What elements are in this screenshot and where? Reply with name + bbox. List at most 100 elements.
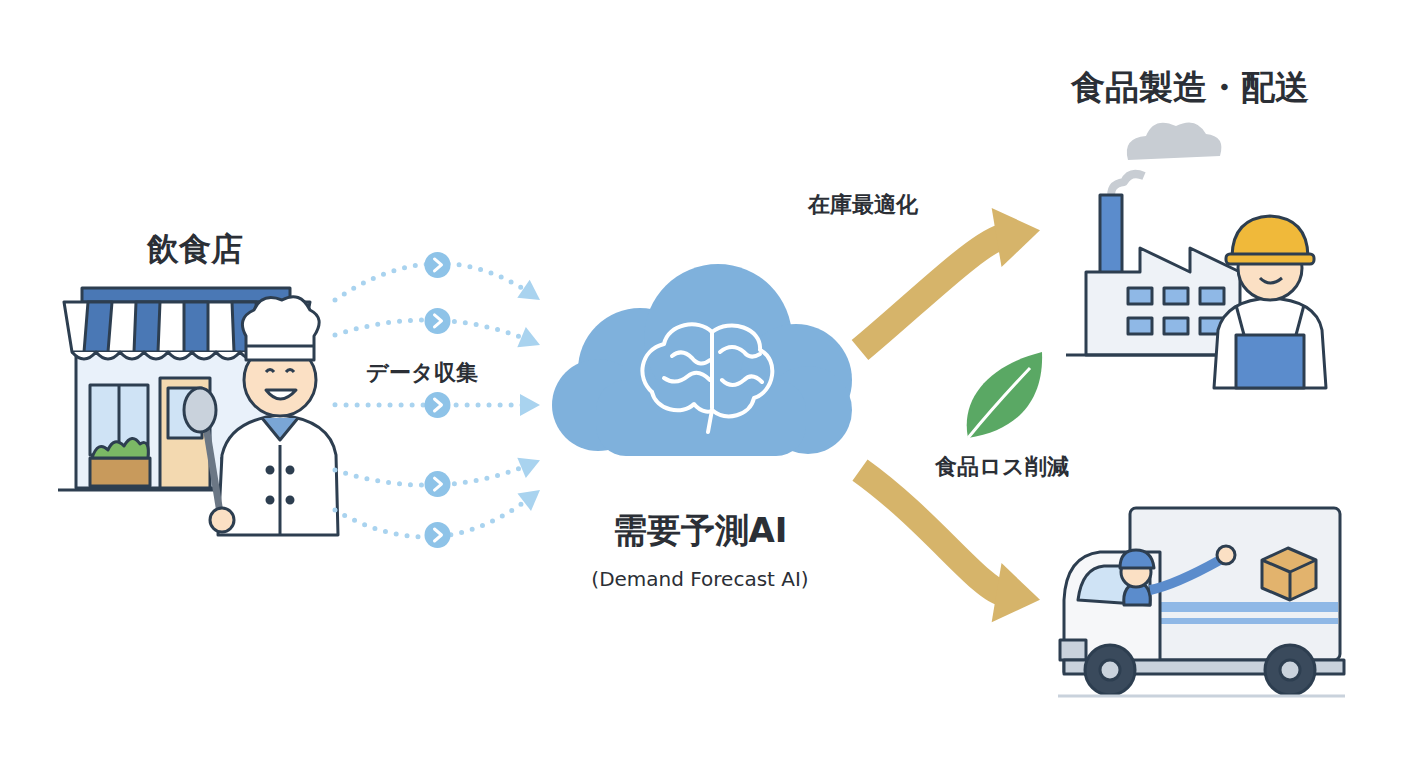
data-flow-arrow bbox=[335, 392, 540, 418]
brain-icon-part bbox=[710, 332, 714, 408]
chef-figure-part bbox=[246, 345, 314, 348]
worker-figure bbox=[1214, 216, 1326, 388]
chef-figure-part bbox=[266, 370, 294, 373]
truck-illustration-part bbox=[1120, 550, 1154, 568]
brain-icon-part bbox=[664, 373, 710, 382]
chef-figure-part bbox=[287, 497, 293, 503]
restaurant-node: 飲食店 bbox=[55, 225, 335, 540]
factory-illustration-part bbox=[1128, 288, 1152, 304]
restaurant-illustration-part bbox=[92, 438, 148, 458]
chef-figure-part bbox=[210, 508, 234, 532]
worker-figure-part bbox=[1232, 216, 1308, 258]
arrow-head bbox=[520, 394, 540, 416]
factory-illustration-part bbox=[1128, 318, 1152, 334]
data-flow-arrow bbox=[335, 252, 540, 300]
arrow-head bbox=[517, 490, 540, 511]
worker-figure-part bbox=[1214, 298, 1326, 388]
worker-figure-part bbox=[1226, 254, 1314, 264]
restaurant-illustration-part bbox=[184, 302, 208, 352]
truck-illustration-part bbox=[1132, 602, 1338, 612]
thick-arrow-line bbox=[860, 470, 1004, 594]
factory-illustration-part bbox=[1200, 288, 1224, 304]
node-heading: 需要予測AI bbox=[540, 508, 860, 554]
supply-node: 食品製造・配送 bbox=[1040, 60, 1340, 705]
truck-illustration-part bbox=[1265, 645, 1315, 695]
leaf-icon-part bbox=[968, 368, 1030, 438]
chevron-mark bbox=[435, 478, 442, 490]
truck-illustration-part bbox=[1280, 660, 1300, 680]
chef-figure-part bbox=[266, 390, 296, 399]
brain-icon-part bbox=[722, 376, 762, 385]
restaurant-illustration-part bbox=[134, 302, 160, 352]
chevron-badge bbox=[425, 522, 451, 548]
chevron-mark bbox=[435, 259, 442, 271]
chevron-mark bbox=[435, 399, 442, 411]
chef-figure-part bbox=[267, 467, 273, 473]
chevron-badge bbox=[425, 252, 451, 278]
arrow-head bbox=[992, 208, 1040, 267]
worker-figure-part bbox=[1236, 305, 1244, 335]
chef-figure bbox=[184, 297, 338, 535]
data-flow-arrow bbox=[335, 458, 540, 497]
arrow-head bbox=[517, 280, 540, 300]
factory-illustration-part bbox=[1100, 195, 1122, 275]
edge-label: 在庫最適化 bbox=[808, 190, 918, 220]
truck-illustration-part bbox=[1262, 548, 1316, 600]
worker-figure-part bbox=[1260, 278, 1282, 283]
thick-arrow-line bbox=[860, 236, 1004, 350]
data-flow-arrow bbox=[335, 308, 540, 347]
arrow-head bbox=[517, 458, 540, 478]
truck-illustration-part bbox=[1058, 695, 1345, 698]
truck-illustration-part bbox=[1262, 560, 1316, 600]
chevron-mark bbox=[435, 315, 442, 327]
chevron-badge bbox=[425, 392, 451, 418]
chevron-badge bbox=[425, 308, 451, 334]
restaurant-illustration-part bbox=[82, 288, 290, 302]
ai-cloud-part bbox=[596, 380, 806, 456]
chef-figure-part bbox=[242, 297, 319, 360]
factory-illustration bbox=[1066, 122, 1240, 355]
ai-node: 需要予測AI (Demand Forecast AI) bbox=[540, 280, 860, 600]
factory-illustration-part bbox=[1066, 354, 1215, 357]
chef-figure-part bbox=[279, 445, 282, 535]
arrow-head bbox=[992, 563, 1040, 622]
leaf-icon-part bbox=[967, 352, 1042, 438]
chef-figure-part bbox=[262, 418, 298, 440]
factory-illustration-part bbox=[1164, 288, 1188, 304]
worker-figure-part bbox=[1236, 335, 1304, 388]
chef-figure-part bbox=[287, 467, 293, 473]
brain-icon-part bbox=[720, 347, 760, 357]
node-subtitle: (Demand Forecast AI) bbox=[540, 567, 860, 591]
leaf-icon bbox=[967, 352, 1042, 438]
node-heading: 食品製造・配送 bbox=[1040, 65, 1340, 111]
ai-cloud bbox=[552, 264, 852, 456]
chevron-badge bbox=[425, 471, 451, 497]
node-heading: 飲食店 bbox=[55, 228, 335, 272]
chef-figure-part bbox=[218, 415, 338, 535]
chevron-mark bbox=[435, 529, 442, 541]
truck-illustration-part bbox=[1132, 618, 1338, 624]
data-flow-arrow bbox=[335, 490, 540, 548]
factory-illustration-part bbox=[1164, 318, 1188, 334]
brain-icon bbox=[642, 324, 772, 432]
truck-illustration-part bbox=[1150, 560, 1220, 590]
supply-arrow bbox=[860, 470, 1040, 622]
chef-figure-part bbox=[184, 388, 216, 432]
edge-label: データ収集 bbox=[366, 358, 478, 388]
truck-illustration-part bbox=[1100, 660, 1120, 680]
brain-icon-part bbox=[642, 324, 772, 432]
benefit-label: 食品ロス削減 bbox=[935, 452, 1069, 482]
brain-icon-part bbox=[672, 352, 710, 363]
truck-illustration-part bbox=[1217, 546, 1235, 564]
truck-illustration-part bbox=[1085, 645, 1135, 695]
restaurant-illustration-part bbox=[90, 458, 150, 486]
worker-figure-part bbox=[1296, 305, 1304, 335]
truck-illustration bbox=[1058, 508, 1345, 696]
restaurant-illustration-part bbox=[84, 302, 112, 352]
supply-arrow bbox=[860, 208, 1040, 350]
brain-icon-part bbox=[652, 392, 712, 412]
factory-illustration-part bbox=[1127, 122, 1222, 160]
